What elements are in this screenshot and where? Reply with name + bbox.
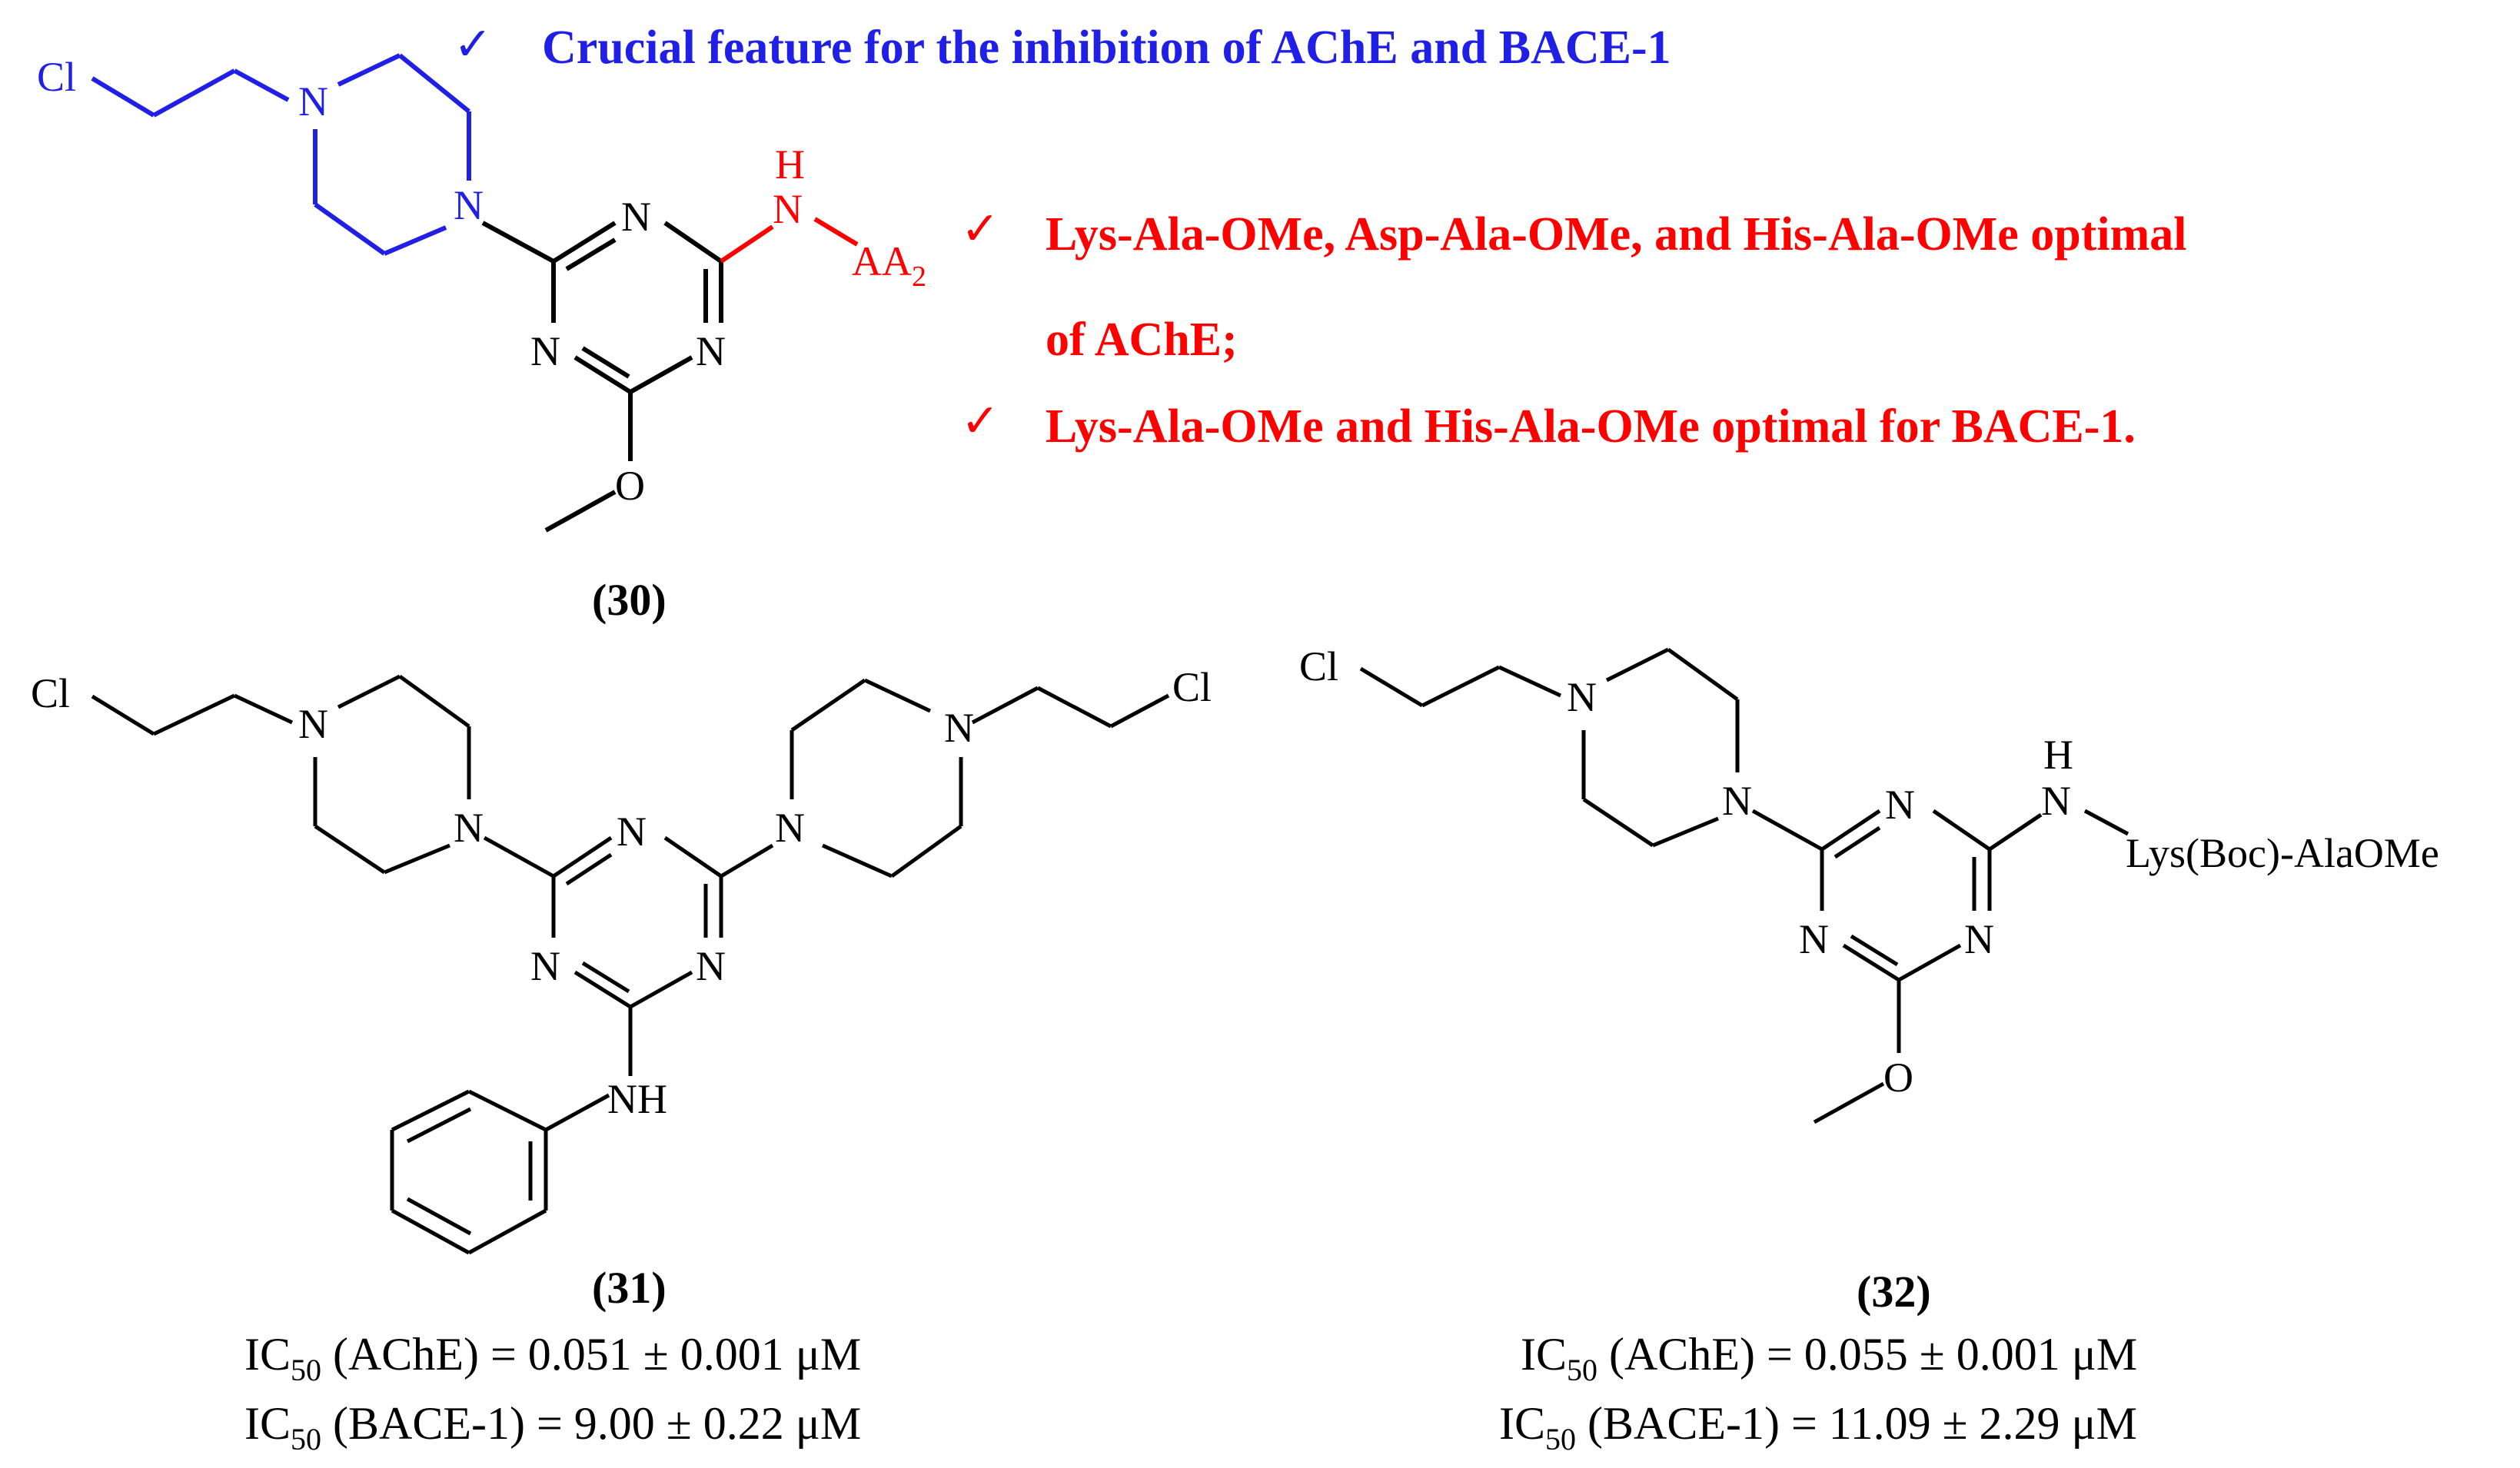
checkmark-icon: ✓ bbox=[454, 18, 492, 71]
amide-nitrogen-32: N bbox=[2041, 778, 2071, 824]
ic50-ache-32: IC50 (AChE) = 0.055 ± 0.001 μM bbox=[1521, 1329, 2137, 1387]
piperazine-n-left-top-31: N bbox=[298, 701, 328, 747]
note-crucial-feature: Crucial feature for the inhibition of AC… bbox=[542, 22, 1671, 74]
triazine-n-right-31: N bbox=[696, 943, 726, 989]
triazine-n-top-31: N bbox=[617, 809, 647, 855]
piperazine-n-bottom-32: N bbox=[1722, 778, 1752, 824]
note-ache-optimal-line2: of AChE; bbox=[1046, 314, 1238, 366]
triazine-n-left-30: N bbox=[530, 328, 560, 374]
triazine-n-left-32: N bbox=[1799, 916, 1829, 962]
triazine-n-left-31: N bbox=[530, 943, 560, 989]
aniline-nh-31: NH bbox=[607, 1076, 667, 1122]
ic50-bace-31: IC50 (BACE-1) = 9.00 ± 0.22 μM bbox=[244, 1398, 861, 1456]
methoxy-oxygen-30: O bbox=[615, 463, 645, 509]
amide-hydrogen-30: H bbox=[775, 141, 805, 188]
piperazine-n-top-32: N bbox=[1567, 674, 1597, 720]
triazine-ring-30 bbox=[481, 221, 723, 533]
piperazine-n-left-bottom-31: N bbox=[454, 805, 484, 851]
structure-31 bbox=[91, 674, 1170, 1255]
note-ache-optimal-line1: Lys-Ala-OMe, Asp-Ala-OMe, and His-Ala-OM… bbox=[1046, 208, 2186, 261]
aa2-group-30: AA2 bbox=[852, 238, 926, 293]
piperazine-n-right-top-31: N bbox=[944, 705, 974, 751]
ic50-bace-32: IC50 (BACE-1) = 11.09 ± 2.29 μM bbox=[1499, 1398, 2137, 1456]
chlorine-left-31: Cl bbox=[31, 670, 70, 716]
piperazine-fragment-30 bbox=[91, 53, 471, 256]
triazine-n-top-30: N bbox=[621, 194, 651, 240]
compound-32: Cl N N N N N O H N Lys(Boc)-AlaOMe (32) … bbox=[1299, 643, 2439, 1456]
checkmark-icon: ✓ bbox=[961, 394, 999, 448]
methoxy-oxygen-32: O bbox=[1883, 1055, 1913, 1101]
amino-acid-arm-30 bbox=[720, 217, 859, 264]
amide-hydrogen-32: H bbox=[2043, 732, 2073, 778]
triazine-n-right-32: N bbox=[1964, 916, 1994, 962]
structure-32 bbox=[1359, 647, 2129, 1124]
checkmark-icon: ✓ bbox=[961, 202, 999, 256]
chlorine-atom-30: Cl bbox=[37, 54, 76, 100]
compound-label-31: (31) bbox=[592, 1263, 667, 1313]
annotations: ✓ Crucial feature for the inhibition of … bbox=[454, 18, 2186, 453]
compound-label-32: (32) bbox=[1857, 1267, 1931, 1317]
amide-nitrogen-30: N bbox=[773, 186, 803, 232]
compound-label-30: (30) bbox=[592, 575, 667, 625]
piperazine-n1-30: N bbox=[298, 78, 328, 125]
piperazine-n-right-bottom-31: N bbox=[775, 805, 805, 851]
compound-30: Cl N N N N N O H N AA2 (30) bbox=[37, 53, 926, 625]
ic50-ache-31: IC50 (AChE) = 0.051 ± 0.001 μM bbox=[244, 1329, 861, 1387]
chlorine-right-31: Cl bbox=[1172, 664, 1212, 710]
triazine-n-top-32: N bbox=[1885, 782, 1915, 828]
triazine-n-right-30: N bbox=[696, 328, 726, 374]
piperazine-n4-30: N bbox=[454, 182, 484, 228]
note-bace-optimal: Lys-Ala-OMe and His-Ala-OMe optimal for … bbox=[1046, 400, 2136, 453]
compound-31: Cl N N N N N N N Cl NH (31) IC50 (AChE) … bbox=[31, 664, 1212, 1456]
chlorine-atom-32: Cl bbox=[1299, 643, 1338, 689]
lys-boc-alaome-chain-32: Lys(Boc)-AlaOMe bbox=[2126, 830, 2439, 876]
